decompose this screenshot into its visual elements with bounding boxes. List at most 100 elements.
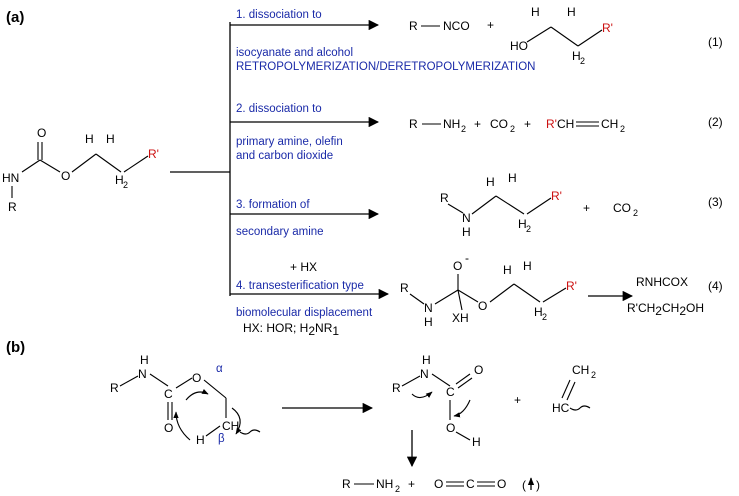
route3-r: R bbox=[440, 191, 449, 205]
panel-label-b: (b) bbox=[6, 339, 25, 356]
route3-label-line1: 3. formation of bbox=[236, 199, 310, 211]
mech-amine-r: R bbox=[342, 477, 351, 491]
mech-acid-n: N bbox=[420, 367, 429, 381]
mech-plus: + bbox=[514, 393, 521, 407]
route4-label-line3: HX: HOR; H2NR1 bbox=[243, 321, 339, 338]
mech-ch: CH bbox=[222, 419, 239, 433]
route-2: 2. dissociation to primary amine, olefin… bbox=[230, 103, 723, 162]
route2-amine-sub: 2 bbox=[461, 124, 466, 134]
route1-plus: + bbox=[487, 18, 494, 32]
route1-alcohol-h1: H bbox=[531, 5, 540, 19]
route3-co2: CO bbox=[613, 201, 631, 215]
route2-amine-nh: NH bbox=[443, 117, 460, 131]
route3-n: N bbox=[462, 211, 471, 225]
mech-ethene-sub: 2 bbox=[591, 370, 596, 380]
route4-hb: H bbox=[523, 259, 532, 273]
route3-plus: + bbox=[583, 201, 590, 215]
route-4: + HX 4. transesterification type biomole… bbox=[230, 251, 723, 338]
route1-isocyanate-group: NCO bbox=[443, 19, 470, 33]
route3-co2-sub: 2 bbox=[633, 208, 638, 218]
route2-plus2: + bbox=[524, 117, 531, 131]
reactant-carbamate: O HN R O H H H 2 R' bbox=[2, 126, 159, 214]
mechanism-ethene: CH 2 HC bbox=[552, 363, 596, 415]
mech-gas-open: ( bbox=[522, 478, 526, 492]
mech-acid-c: C bbox=[446, 385, 455, 399]
reactant-h1: H bbox=[85, 132, 94, 146]
route2-olefin-r-prime: R' bbox=[546, 117, 557, 131]
route1-alcohol-h2-sub: 2 bbox=[580, 56, 585, 66]
mech-acid-o: O bbox=[474, 363, 483, 377]
route4-product2: R'CH2CH2OH bbox=[627, 301, 704, 318]
route3-nh: H bbox=[462, 225, 471, 239]
mech-nh: H bbox=[140, 353, 149, 367]
route-1: 1. dissociation to isocyanate and alcoho… bbox=[230, 5, 723, 73]
mech-acid-nh: H bbox=[422, 353, 431, 367]
route2-olefin-sub: 2 bbox=[620, 124, 625, 134]
route3-hb: H bbox=[508, 171, 517, 185]
route3-label-line2: secondary amine bbox=[236, 226, 324, 238]
mech-carbonyl-o: O bbox=[164, 421, 173, 435]
route4-label-line1: 4. transesterification type bbox=[236, 280, 364, 292]
mechanism-carbamic-acid: R N H C O O H bbox=[392, 353, 483, 449]
reactant-h2: H bbox=[106, 132, 115, 146]
mech-beta: β bbox=[218, 433, 225, 445]
mechanism-reactant: R N H C O O α CH β H bbox=[110, 353, 261, 447]
route1-label-line3: RETROPOLYMERIZATION/DERETROPOLYMERIZATIO… bbox=[236, 61, 535, 73]
mech-acid-r: R bbox=[392, 381, 401, 395]
route4-r-prime: R' bbox=[566, 279, 577, 293]
mech-r: R bbox=[110, 381, 119, 395]
route1-alcohol-ho: HO bbox=[510, 39, 528, 53]
mech-ethene-ch2: CH bbox=[572, 363, 589, 377]
mech-alpha: α bbox=[216, 363, 223, 375]
route1-number: (1) bbox=[708, 35, 723, 49]
mech-co2-o1: O bbox=[434, 477, 443, 491]
route4-label-line2: biomolecular displacement bbox=[236, 307, 373, 319]
route1-alcohol-h2: H bbox=[567, 5, 576, 19]
route2-amine-r: R bbox=[409, 117, 418, 131]
route1-isocyanate-r: R bbox=[409, 19, 418, 33]
route2-plus1: + bbox=[474, 117, 481, 131]
route2-number: (2) bbox=[708, 115, 723, 129]
route2-label-line2: primary amine, olefin bbox=[236, 136, 343, 148]
route4-n: N bbox=[424, 301, 433, 315]
mech-acid-o2: O bbox=[446, 421, 455, 435]
mech-acid-h: H bbox=[472, 435, 481, 449]
mech-ethene-hc: HC bbox=[552, 401, 570, 415]
mech-co2-c: C bbox=[466, 477, 475, 491]
route2-olefin-ch2: CH bbox=[601, 117, 618, 131]
route2-co2-sub: 2 bbox=[510, 124, 515, 134]
route2-label-line1: 2. dissociation to bbox=[236, 103, 322, 115]
mech-plus2: + bbox=[408, 477, 415, 491]
mech-gas-close: ) bbox=[536, 478, 540, 492]
reactant-h2-label: H bbox=[115, 173, 124, 187]
route2-olefin-ch: CH bbox=[557, 117, 574, 131]
route4-nh: H bbox=[424, 315, 433, 329]
route4-h2-label: H bbox=[534, 305, 543, 319]
panel-label-a: (a) bbox=[6, 9, 24, 26]
reactant-ether-o: O bbox=[61, 169, 70, 183]
route-3: 3. formation of secondary amine R N H H … bbox=[230, 171, 723, 239]
route3-h2-sub: 2 bbox=[526, 224, 531, 234]
mech-c: C bbox=[164, 387, 173, 401]
route4-h2-sub: 2 bbox=[542, 312, 547, 322]
route1-label-line2: isocyanate and alcohol bbox=[236, 47, 353, 59]
route1-alcohol-h2-label: H bbox=[572, 49, 581, 63]
route3-number: (3) bbox=[708, 195, 723, 209]
reactant-carbonyl-o: O bbox=[37, 126, 46, 140]
route4-ether-o: O bbox=[478, 299, 487, 313]
route4-ha: H bbox=[503, 263, 512, 277]
route2-co2: CO bbox=[490, 117, 508, 131]
mech-ether-o: O bbox=[192, 371, 201, 385]
route4-xh: XH bbox=[452, 311, 469, 325]
route2-label-line3: and carbon dioxide bbox=[236, 150, 333, 162]
mechanism-products: R NH 2 + O C O ( ) bbox=[342, 477, 540, 494]
route4-number: (4) bbox=[708, 279, 723, 293]
mech-amine-nh: NH bbox=[376, 477, 393, 491]
route4-o-minus: O bbox=[453, 259, 462, 273]
mech-h: H bbox=[196, 433, 205, 447]
route3-h2-label: H bbox=[518, 217, 527, 231]
mech-n: N bbox=[138, 367, 147, 381]
route3-ha: H bbox=[486, 175, 495, 189]
route4-product1: RNHCOX bbox=[636, 275, 688, 289]
